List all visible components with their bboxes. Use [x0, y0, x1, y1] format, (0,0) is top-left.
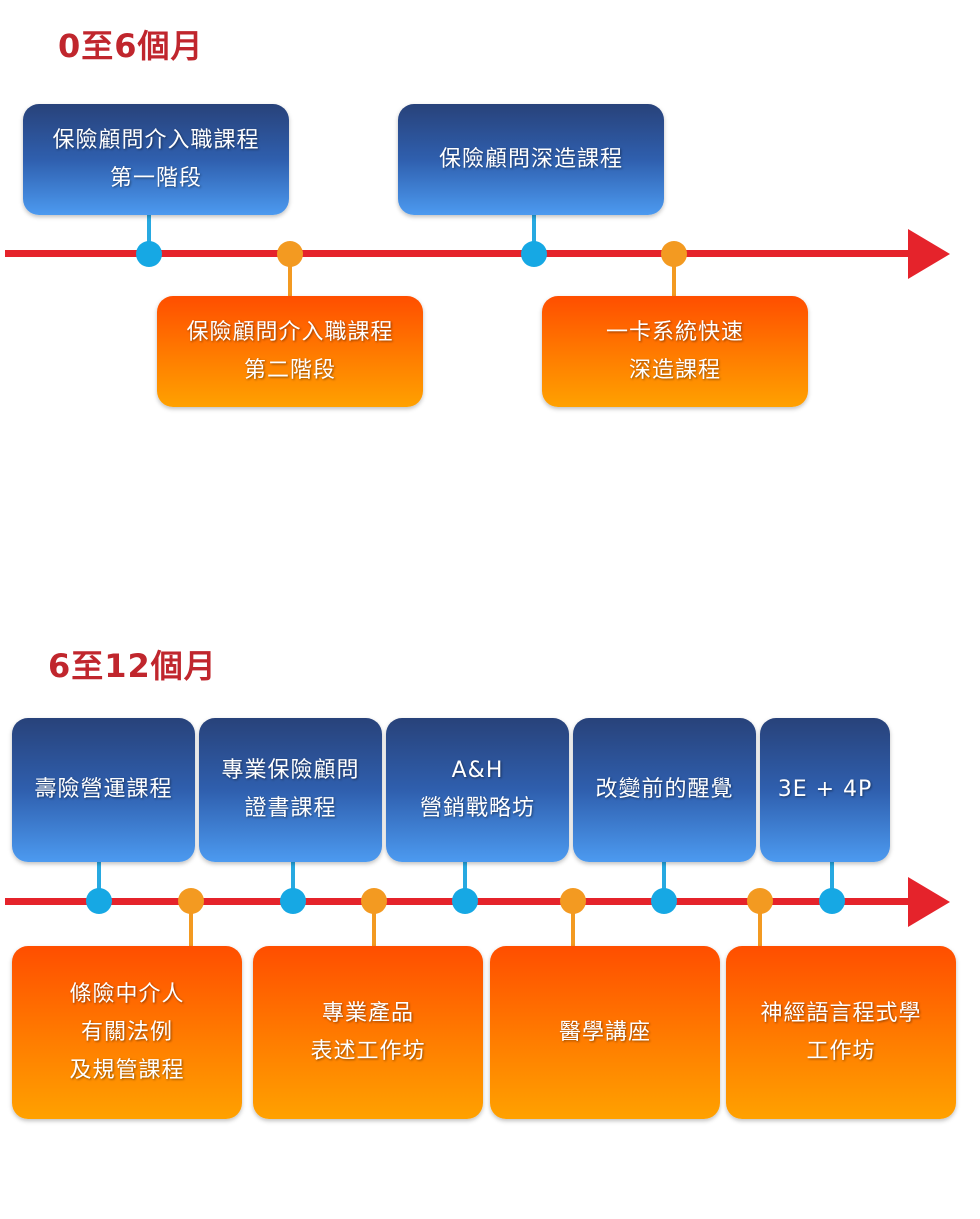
timeline-marker	[86, 888, 112, 914]
course-box-3e-4p: 3E + 4P	[760, 718, 890, 862]
course-box-line: 保險顧問介入職課程	[186, 319, 394, 345]
timeline-marker	[280, 888, 306, 914]
course-box-induction-stage-2: 保險顧問介入職課程 第二階段	[157, 296, 423, 407]
course-box-line: 醫學講座	[558, 1019, 651, 1045]
timeline-marker	[178, 888, 204, 914]
connector-stem	[463, 860, 467, 890]
course-box-line: 營銷戰略坊	[419, 796, 535, 821]
timeline-marker	[361, 888, 387, 914]
connector-stem	[758, 912, 762, 948]
course-box-line: 表述工作坊	[310, 1038, 426, 1064]
course-box-induction-stage-1: 保險顧問介入職課程 第一階段	[23, 104, 289, 215]
course-box-medical-seminar: 醫學講座	[490, 946, 720, 1119]
course-box-line: 有關法例	[80, 1019, 173, 1045]
course-box-advanced-course: 保險顧問深造課程	[398, 104, 664, 215]
connector-stem	[291, 860, 295, 890]
course-box-line: 及規管課程	[69, 1057, 185, 1083]
connector-stem	[571, 912, 575, 948]
course-box-line: 保險顧問深造課程	[438, 146, 623, 172]
course-box-life-operations: 壽險營運課程	[12, 718, 195, 862]
course-box-line: 條險中介人	[69, 981, 185, 1007]
course-box-line: 保險顧問介入職課程	[52, 127, 260, 153]
course-box-line: 專業產品	[321, 1000, 414, 1026]
timeline-marker	[661, 241, 687, 267]
timeline-arrowhead	[908, 229, 950, 279]
connector-stem	[189, 912, 193, 948]
course-box-line: 壽險營運課程	[34, 777, 173, 802]
course-box-line: A&H	[451, 758, 504, 783]
timeline-marker	[819, 888, 845, 914]
connector-stem	[662, 860, 666, 890]
course-box-awareness: 改變前的醒覺	[573, 718, 756, 862]
course-box-line: 深造課程	[628, 357, 721, 383]
section-2-heading: 6至12個月	[48, 647, 217, 685]
connector-stem	[372, 912, 376, 948]
course-box-line: 證書課程	[244, 796, 337, 821]
course-box-line: 工作坊	[806, 1038, 876, 1064]
connector-stem	[830, 860, 834, 890]
timeline-marker	[277, 241, 303, 267]
connector-stem	[672, 266, 676, 298]
connector-stem	[288, 266, 292, 298]
timeline-marker	[560, 888, 586, 914]
course-box-line: 專業保險顧問	[221, 758, 360, 783]
timeline-marker	[452, 888, 478, 914]
course-box-nlp-workshop: 神經語言程式學 工作坊	[726, 946, 956, 1119]
course-box-line: 第二階段	[243, 357, 336, 383]
timeline-marker	[136, 241, 162, 267]
connector-stem	[147, 214, 151, 242]
connector-stem	[97, 860, 101, 890]
course-box-line: 改變前的醒覺	[595, 777, 734, 802]
timeline-arrowhead	[908, 877, 950, 927]
course-box-line: 神經語言程式學	[760, 1000, 922, 1026]
timeline-marker	[651, 888, 677, 914]
course-box-line: 一卡系統快速	[605, 319, 744, 345]
timeline-marker	[521, 241, 547, 267]
course-box-regulation: 條險中介人 有關法例 及規管課程	[12, 946, 242, 1119]
timeline-axis	[5, 250, 915, 257]
course-box-professional-certificate: 專業保險顧問 證書課程	[199, 718, 382, 862]
course-box-one-card-system: 一卡系統快速 深造課程	[542, 296, 808, 407]
course-box-line: 第一階段	[109, 165, 202, 191]
course-box-product-presentation: 專業產品 表述工作坊	[253, 946, 483, 1119]
course-box-line: 3E + 4P	[777, 777, 873, 802]
course-box-ah-strategy: A&H 營銷戰略坊	[386, 718, 569, 862]
connector-stem	[532, 214, 536, 242]
section-1-heading: 0至6個月	[58, 27, 204, 65]
timeline-marker	[747, 888, 773, 914]
